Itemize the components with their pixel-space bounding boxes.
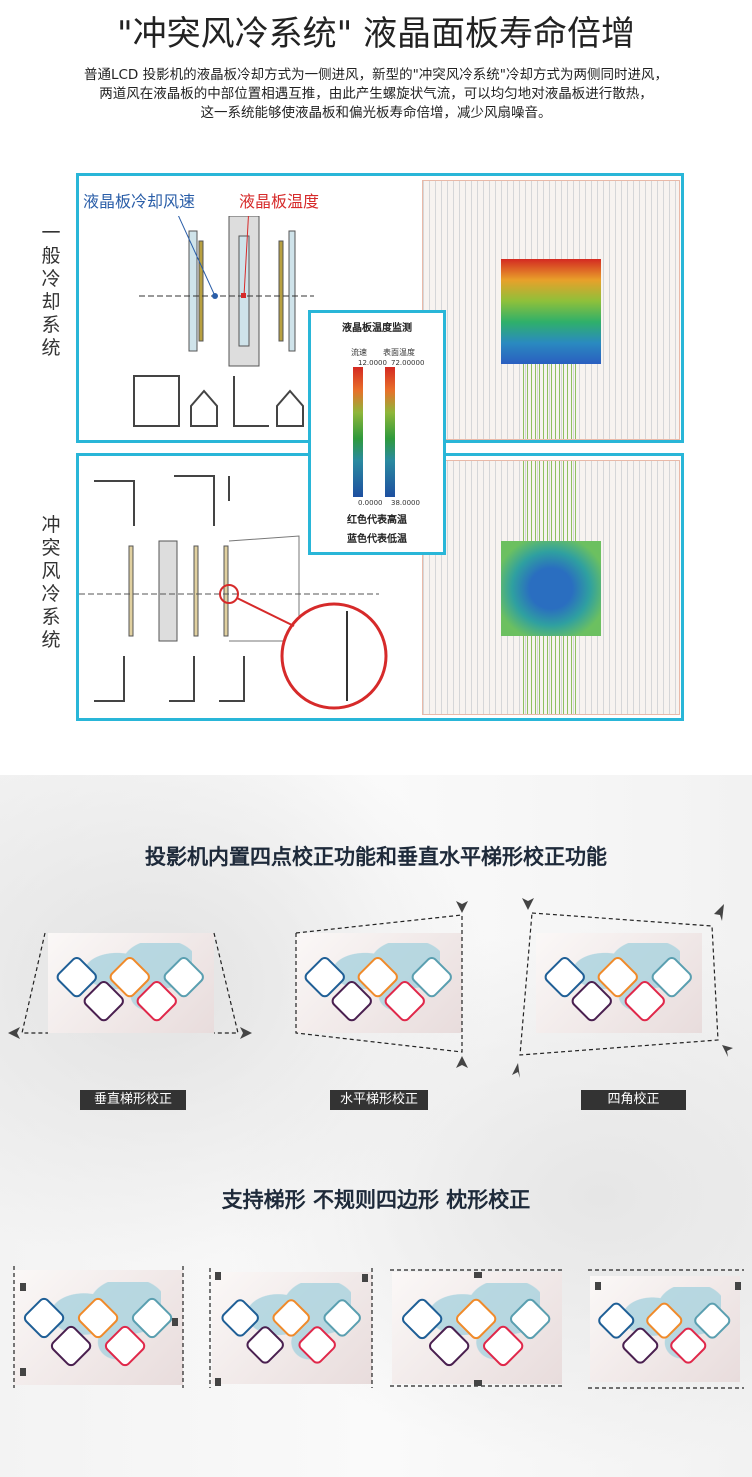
legend-col1-min: 0.0000 [358,499,383,507]
legend-col1: 流速 [351,348,367,357]
intro-line-1: 普通LCD 投影机的液晶板冷却方式为一侧进风，新型的"冲突风冷系统"冷却方式为两… [83,67,669,83]
collision-cooling-diagram [79,475,388,710]
thumb-four-corner [536,933,702,1033]
speed-color-bar [353,367,363,497]
intro-line-3: 这一系统能够使液晶板和偏光板寿命倍增，减少风扇噪音。 [200,105,552,121]
temperature-legend: 液晶板温度监测 流速 表面温度 12.0000 72.00000 0.0000 … [308,310,446,555]
panel-temp-label: 液晶板温度 [239,192,320,211]
page-title: "冲突风冷系统" 液晶面板寿命倍增 [116,14,636,54]
thumb-barrel [590,1276,740,1382]
intro-line-2: 两道风在液晶板的中部位置相遇互推，由此产生螺旋状气流，可以均匀地对液晶板进行散热… [99,86,653,102]
label-four-corner: 四角校正 [581,1090,686,1110]
thumb-keystone [14,1270,183,1385]
legend-col1-max: 12.0000 [358,359,387,367]
collision-cooling-simulation [422,460,680,715]
thumb-vertical-keystone [48,933,214,1033]
normal-cooling-simulation [422,180,680,440]
thumb-irregular-quad [212,1272,372,1384]
thumb-pillow [392,1272,562,1384]
normal-cooling-label: 一般冷却系统 [41,222,61,359]
label-horizontal-keystone: 水平梯形校正 [330,1090,428,1110]
normal-cooling-diagram [133,216,314,427]
thumb-horizontal-keystone [296,933,462,1033]
legend-col2-min: 38.0000 [391,499,420,507]
legend-note-blue: 蓝色代表低温 [347,534,407,545]
collision-cooling-label: 冲突风冷系统 [41,514,61,651]
legend-col2: 表面温度 [383,348,415,357]
legend-note-red: 红色代表高温 [347,515,407,526]
legend-col2-max: 72.00000 [391,359,425,367]
correction-heading: 投影机内置四点校正功能和垂直水平梯形校正功能 [145,845,607,869]
wind-speed-label: 液晶板冷却风速 [83,192,196,211]
shapes-heading: 支持梯形 不规则四边形 枕形校正 [221,1188,531,1212]
legend-title: 液晶板温度监测 [342,323,412,334]
label-vertical-keystone: 垂直梯形校正 [80,1090,186,1110]
temp-color-bar [385,367,395,497]
